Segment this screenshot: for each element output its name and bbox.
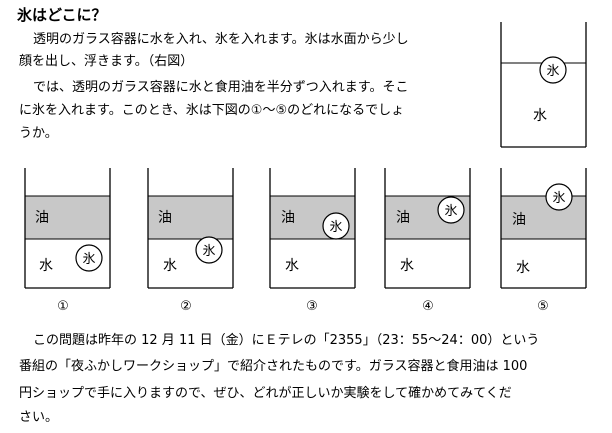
ice-label: 氷 bbox=[329, 220, 342, 235]
ice-cube bbox=[75, 244, 103, 272]
note-line-4: さい。 bbox=[19, 410, 59, 425]
ice-label: 氷 bbox=[82, 252, 95, 267]
intro-line-2: 顔を出し、浮きます。（右図） bbox=[19, 54, 194, 69]
oil-layer bbox=[148, 196, 233, 239]
question-line-3: うか。 bbox=[19, 126, 58, 141]
choice-1-container: 油 水 氷 ① bbox=[24, 168, 111, 314]
ice-cube bbox=[545, 183, 573, 211]
oil-label: 油 bbox=[158, 210, 172, 226]
choice-number: ② bbox=[180, 299, 192, 314]
page-title: 氷はどこに？ bbox=[17, 6, 107, 24]
oil-layer bbox=[501, 196, 586, 239]
ice-cube bbox=[437, 196, 465, 224]
water-label: 水 bbox=[163, 258, 177, 274]
choice-4-container: 油 水 氷 ④ bbox=[384, 168, 471, 314]
ice-cube bbox=[322, 212, 350, 240]
water-label: 水 bbox=[533, 108, 547, 124]
intro-line-1: 透明のガラス容器に水を入れ、氷を入れます。氷は水面から少し bbox=[33, 32, 409, 47]
ice-label: 氷 bbox=[546, 64, 559, 79]
ice-cube bbox=[195, 236, 223, 264]
ice-label: 氷 bbox=[202, 244, 215, 259]
reference-container: 氷 水 bbox=[500, 22, 587, 148]
ice-label: 氷 bbox=[444, 204, 457, 219]
water-label: 水 bbox=[39, 258, 53, 274]
oil-label: 油 bbox=[35, 210, 49, 226]
water-label: 水 bbox=[516, 260, 530, 276]
note-line-1: この問題は昨年の 12 月 11 日（金）にＥテレの「2355」（23：55～2… bbox=[33, 333, 540, 348]
ice-label: 氷 bbox=[552, 191, 565, 206]
oil-label: 油 bbox=[281, 210, 295, 226]
oil-label: 油 bbox=[512, 212, 526, 228]
choice-3-container: 油 水 氷 ③ bbox=[269, 168, 356, 314]
choice-number: ⑤ bbox=[537, 299, 549, 314]
choice-number: ① bbox=[57, 299, 69, 314]
oil-layer bbox=[25, 196, 110, 239]
question-line-2: に氷を入れます。このとき、氷は下図の①～⑤のどれになるでしょ bbox=[19, 103, 405, 118]
water-label: 水 bbox=[400, 258, 414, 274]
oil-label: 油 bbox=[396, 210, 410, 226]
note-line-3: 円ショップで手に入りますので、ぜひ、どれが正しいか実験をして確かめてみてくだ bbox=[19, 386, 512, 401]
choice-5-container: 油 水 氷 ⑤ bbox=[500, 168, 587, 314]
choice-2-container: 油 水 氷 ② bbox=[147, 168, 234, 314]
note-line-2: 番組の「夜ふかしワークショップ」で紹介されたものです。ガラス容器と食用油は 10… bbox=[19, 359, 528, 374]
question-line-1: では、透明のガラス容器に水と食用油を半分ずつ入れます。そこ bbox=[33, 80, 409, 95]
ice-cube bbox=[539, 56, 567, 84]
choice-number: ③ bbox=[306, 299, 318, 314]
choice-number: ④ bbox=[422, 299, 434, 314]
water-label: 水 bbox=[285, 258, 299, 274]
